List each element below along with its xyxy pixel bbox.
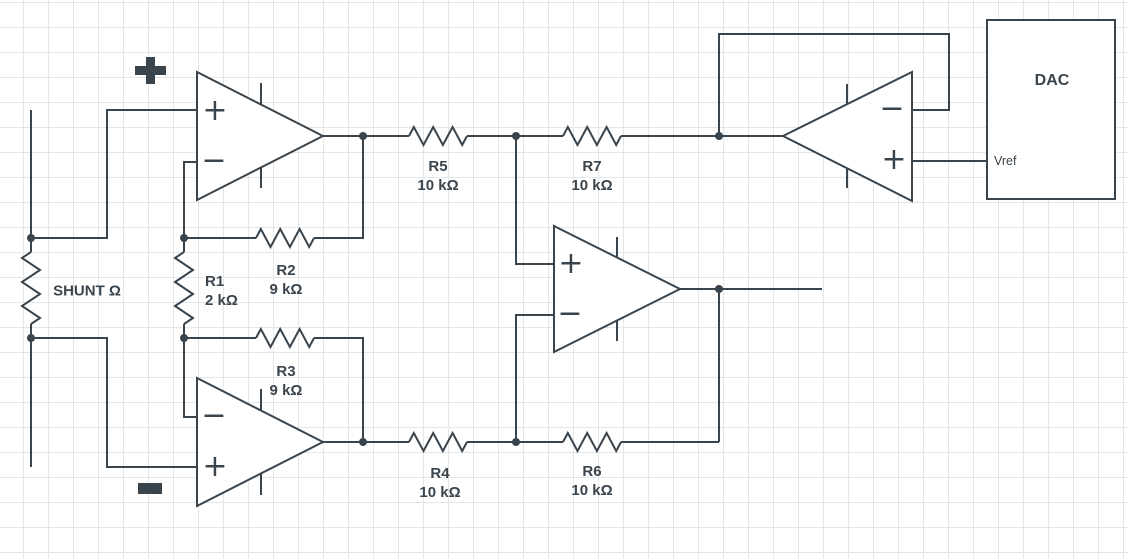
- resistor-value: 10 kΩ: [419, 484, 461, 501]
- resistor-r6-label: R6 10 kΩ: [571, 462, 612, 500]
- resistor-r5-symbol: [408, 124, 468, 148]
- resistor-r4-symbol: [408, 430, 468, 454]
- opamp-bottom-input-noninverting-sign: +: [202, 449, 228, 484]
- resistor-ref: R6: [582, 463, 602, 480]
- resistor-value: 9 kΩ: [269, 382, 303, 399]
- opamp-top-input-noninverting-sign: +: [202, 93, 228, 128]
- shunt-label: SHUNT Ω: [53, 282, 121, 300]
- positive-terminal-icon: [135, 57, 166, 84]
- resistor-r1-symbol: [173, 251, 195, 325]
- resistor-r4-label: R4 10 kΩ: [419, 464, 460, 502]
- junction-dot: [27, 234, 35, 242]
- junction-dot: [715, 285, 723, 293]
- resistor-ref: R5: [428, 158, 448, 175]
- resistor-r6-symbol: [562, 430, 622, 454]
- resistor-shunt-symbol: [20, 251, 42, 325]
- junction-dot: [715, 132, 723, 140]
- resistor-r5-label: R5 10 kΩ: [417, 157, 458, 195]
- junction-dot: [180, 334, 188, 342]
- junction-dots: [27, 132, 723, 446]
- resistor-value: 10 kΩ: [571, 482, 613, 499]
- resistor-ref: R2: [276, 262, 296, 279]
- junction-dot: [359, 438, 367, 446]
- opamp-vref-buffer-inverting-sign: −: [879, 91, 905, 126]
- opamp-vref-buffer-noninverting-sign: +: [881, 142, 907, 177]
- junction-dot: [359, 132, 367, 140]
- junction-dot: [27, 334, 35, 342]
- resistor-value: 10 kΩ: [417, 177, 459, 194]
- resistor-r2-symbol: [255, 226, 315, 250]
- wire-network: [30, 33, 987, 468]
- dac-title: DAC: [1034, 72, 1070, 89]
- resistor-ref: R4: [430, 465, 450, 482]
- resistor-r1-label: R1 2 kΩ: [205, 272, 238, 310]
- resistor-r3-label: R3 9 kΩ: [270, 362, 303, 400]
- resistor-r3-symbol: [255, 326, 315, 350]
- resistor-value: 10 kΩ: [571, 177, 613, 194]
- opamp-difference-noninverting-sign: +: [558, 246, 584, 281]
- opamp-top-input-inverting-sign: −: [201, 143, 227, 178]
- resistor-r7-symbol: [562, 124, 622, 148]
- dac-box: [986, 19, 1116, 200]
- junction-dot: [180, 234, 188, 242]
- resistor-ref: R7: [582, 158, 602, 175]
- resistor-ref: R1: [205, 273, 225, 290]
- resistor-value: 9 kΩ: [269, 281, 303, 298]
- resistor-r7-label: R7 10 kΩ: [571, 157, 612, 195]
- resistor-r2-label: R2 9 kΩ: [270, 261, 303, 299]
- junction-dot: [512, 132, 520, 140]
- resistor-ref: R3: [276, 363, 296, 380]
- junction-dot: [512, 438, 520, 446]
- opamp-difference-inverting-sign: −: [557, 296, 583, 331]
- opamp-bottom-input-inverting-sign: −: [201, 398, 227, 433]
- negative-terminal-icon: [138, 483, 162, 494]
- dac-vref-pin-label: Vref: [994, 153, 1017, 168]
- resistor-value: 2 kΩ: [205, 292, 238, 309]
